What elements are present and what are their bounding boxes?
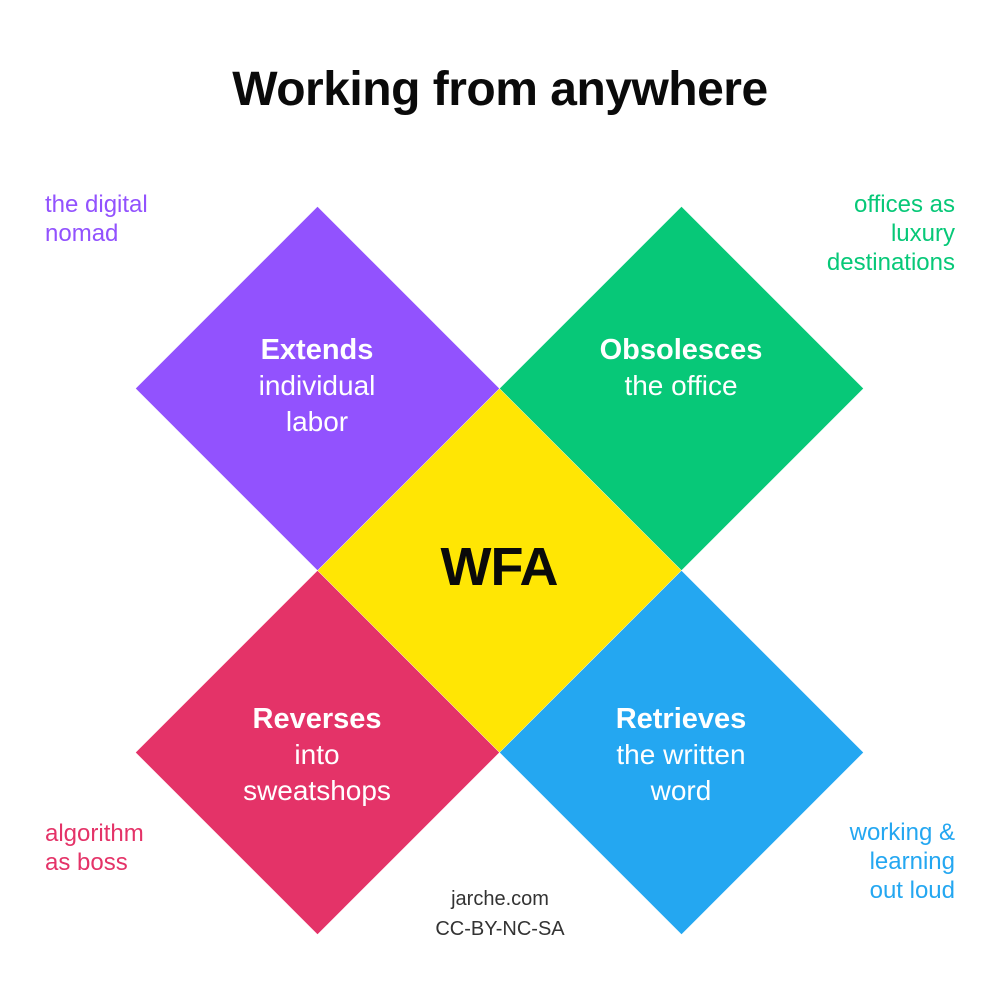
tetrad-detail-line: word [650,775,712,806]
tetrad-term: Retrieves [615,703,747,735]
corner-label-line: out loud [869,877,955,904]
corner-label-line: algorithm [45,820,144,847]
tetrad-term: Reverses [252,703,382,735]
reverses-text: Reverses into sweatshops [157,701,477,809]
license: CC-BY-NC-SA [435,918,565,940]
corner-label-line: offices as [854,191,955,218]
corner-label-digital-nomad: the digital nomad [45,190,148,248]
tetrad-detail-line: sweatshops [243,775,391,806]
tetrad-term: Extends [260,334,374,366]
corner-label-line: learning [869,848,955,875]
corner-label-line: nomad [45,220,119,247]
corner-label-line: destinations [826,249,955,276]
corner-label-algorithm-boss: algorithm as boss [45,819,144,877]
tetrad-detail-line: labor [285,406,349,437]
tetrad-term: Obsolesces [599,334,763,366]
obsolesces-text: Obsolesces the office [521,332,841,404]
tetrad-detail-line: individual [258,370,376,401]
corner-label-line: luxury [890,220,955,247]
page-title: Working from anywhere [232,63,768,116]
tetrad-detail-line: the office [624,370,738,401]
site-credit: jarche.com [451,888,549,910]
corner-label-working-out-loud: working & learning out loud [850,818,955,905]
corner-label-line: as boss [45,849,128,876]
retrieves-text: Retrieves the written word [521,701,841,809]
tetrad-detail-line: the written [616,739,746,770]
center-acronym: WFA [440,537,559,597]
corner-label-line: working & [849,819,955,846]
tetrad-detail-line: into [294,739,340,770]
corner-label-luxury-destinations: offices as luxury destinations [827,190,955,277]
footer: jarche.com CC-BY-NC-SA [0,884,1000,944]
corner-label-line: the digital [45,191,148,218]
extends-text: Extends individual labor [157,332,477,440]
